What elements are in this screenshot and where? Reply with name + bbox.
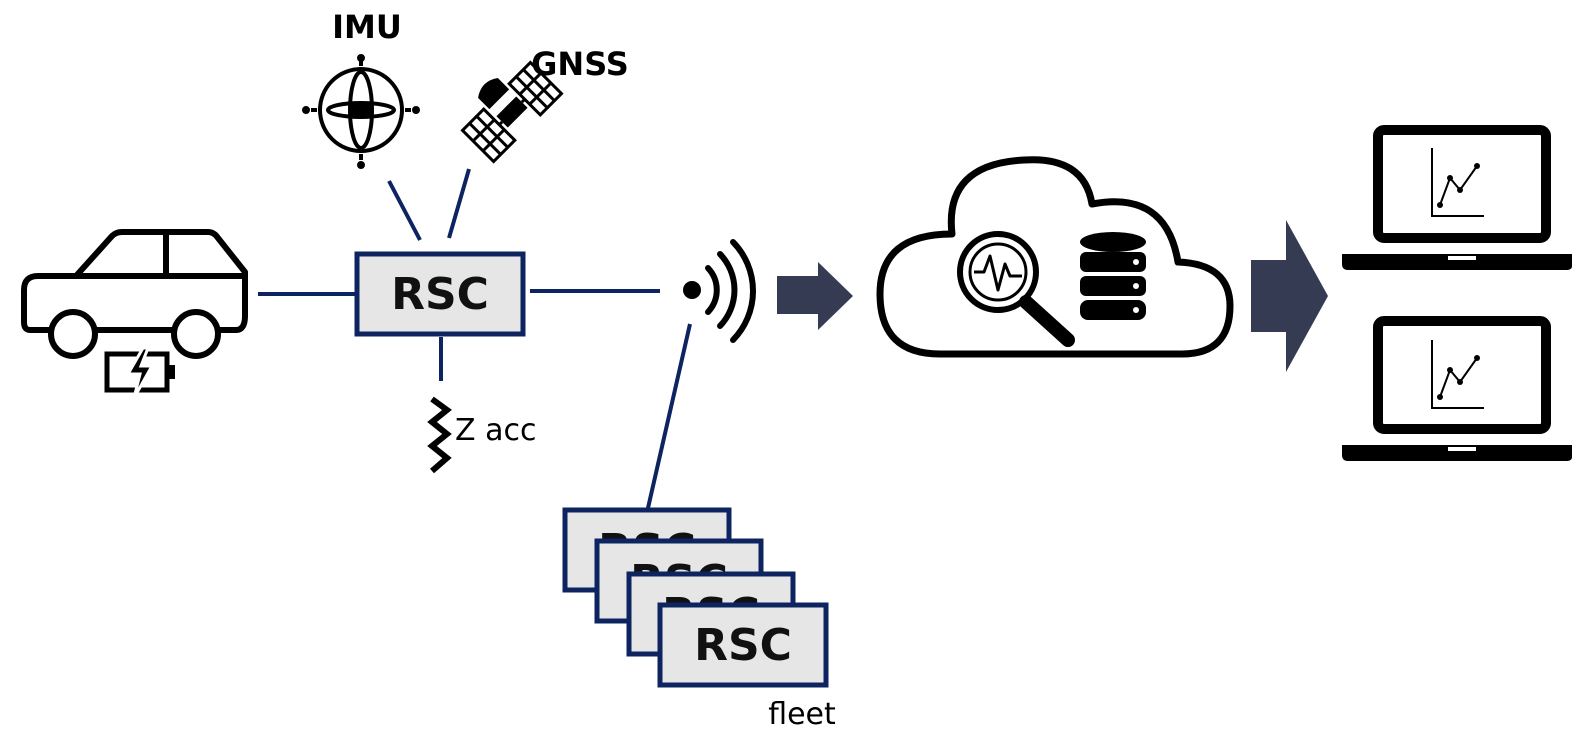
fleet-label: fleet — [768, 697, 836, 732]
arrow-to-cloud — [777, 262, 853, 330]
connector-lines — [258, 168, 692, 509]
battery-charging-icon — [104, 346, 175, 399]
fleet-rsc-label: RSC — [694, 620, 792, 671]
z-acc-label: Z acc — [455, 413, 536, 448]
rsc-box-main: RSC — [354, 251, 526, 337]
fleet-rsc-box: RSC — [657, 602, 829, 688]
arrow-to-laptops — [1251, 220, 1328, 372]
car-icon — [21, 229, 248, 359]
rsc-label: RSC — [391, 269, 489, 320]
imu-label: IMU — [332, 8, 402, 46]
accelerometer-zigzag-icon — [427, 396, 452, 474]
imu-gyroscope-icon — [302, 54, 420, 169]
magnifier-waveform-icon — [957, 231, 1075, 347]
cloud-icon — [876, 156, 1234, 358]
fleet-rsc-stack: RSC RSC RSC RSC — [562, 507, 829, 688]
gnss-label: GNSS — [531, 45, 629, 83]
database-icon — [1080, 232, 1146, 320]
laptop-chart-icon — [1342, 125, 1572, 270]
laptop-chart-icon — [1342, 316, 1572, 461]
satellite-icon — [460, 60, 564, 164]
wireless-signal-icon — [683, 239, 757, 343]
